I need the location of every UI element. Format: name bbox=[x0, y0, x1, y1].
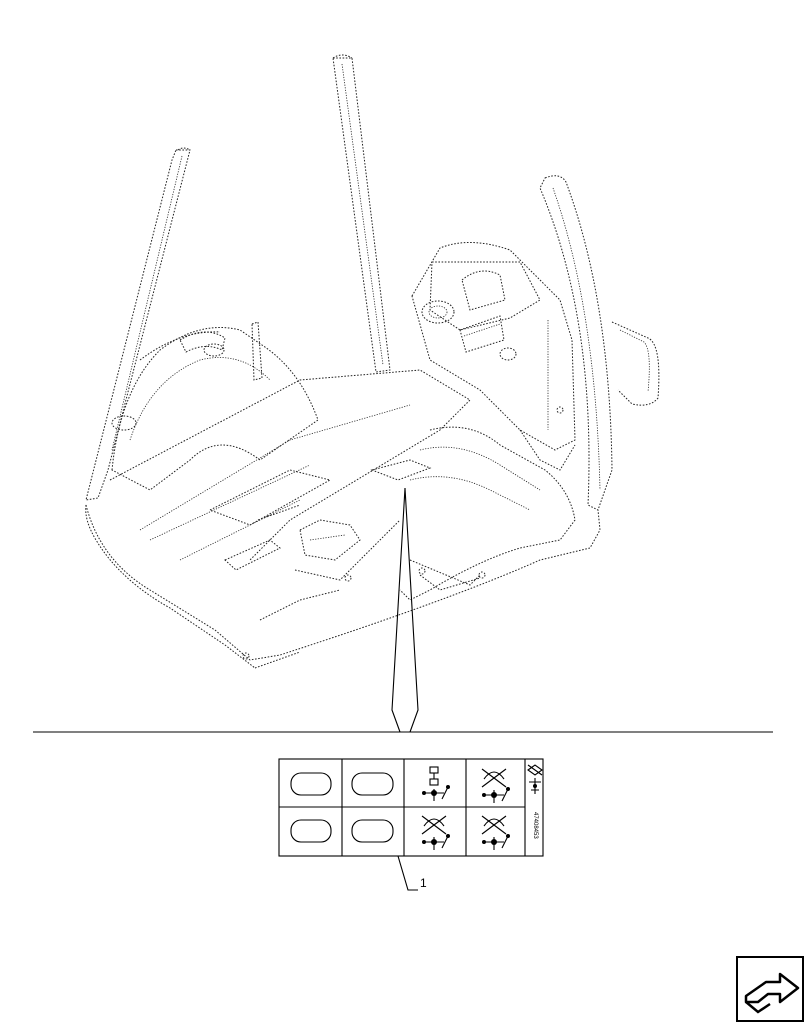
decal-side-text: 47408453 bbox=[532, 812, 538, 839]
control-symbol-crossed-icon bbox=[481, 815, 510, 850]
next-page-arrow-icon[interactable] bbox=[736, 956, 806, 1026]
parts-diagram: .d { fill: none; stroke: #222; stroke-wi… bbox=[33, 54, 804, 1022]
blank-plate-top-2 bbox=[351, 772, 394, 796]
blank-plate-bottom-2 bbox=[351, 819, 394, 843]
callout-number: 1 bbox=[420, 876, 427, 890]
blank-plate-bottom-1 bbox=[290, 819, 332, 843]
control-symbol-crossed-icon bbox=[481, 768, 510, 803]
control-symbol-icon bbox=[422, 766, 450, 801]
cab-platform-drawing bbox=[85, 54, 660, 669]
diagram-svg: .d { fill: none; stroke: #222; stroke-wi… bbox=[33, 54, 773, 891]
control-decal: 47408453 bbox=[278, 758, 544, 857]
callout-leader bbox=[397, 855, 418, 891]
blank-plate-top-1 bbox=[290, 772, 332, 796]
leader-lines bbox=[391, 487, 419, 733]
side-strip-icons bbox=[527, 764, 543, 794]
control-symbol-crossed-icon bbox=[421, 815, 450, 850]
